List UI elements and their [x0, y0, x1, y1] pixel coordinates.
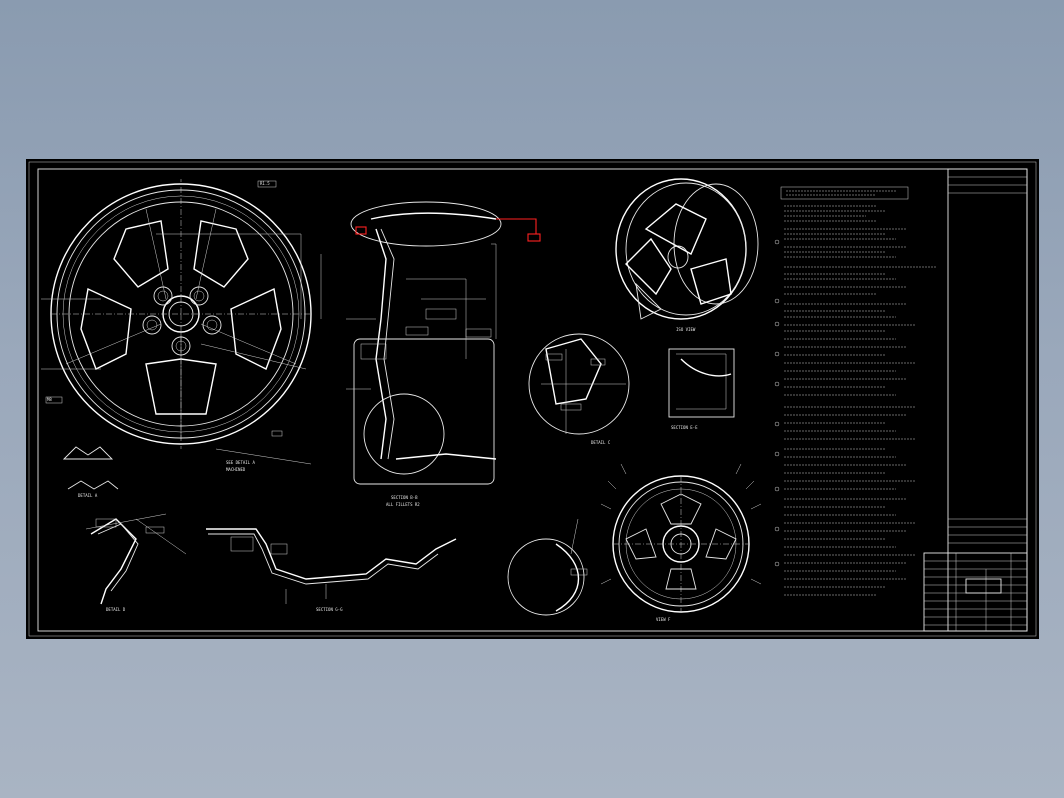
svg-text:MACHINED: MACHINED: [226, 467, 246, 472]
svg-text:SECTION E-E: SECTION E-E: [671, 425, 698, 430]
notes-block: [774, 186, 936, 596]
rear-view: VIEW F: [600, 463, 762, 622]
front-view: R1.5 M8 SEE DETAIL A MACHINED: [41, 179, 322, 472]
drawing-sheet[interactable]: R1.5 M8 SEE DETAIL A MACHINED DETAIL A S…: [26, 159, 1039, 639]
red-marker-left: [355, 226, 367, 235]
cad-drawing: R1.5 M8 SEE DETAIL A MACHINED DETAIL A S…: [28, 161, 1037, 637]
detail-profiles: DETAIL A: [62, 446, 119, 498]
svg-text:SEE DETAIL A: SEE DETAIL A: [226, 460, 255, 465]
section-view: SECTION B-B ALL FILLETS R2: [346, 201, 541, 507]
svg-text:DETAIL D: DETAIL D: [106, 607, 126, 612]
svg-text:DETAIL C: DETAIL C: [591, 440, 611, 445]
isometric-view: ISO VIEW: [615, 178, 759, 332]
red-leader: [496, 218, 537, 234]
bottom-details: DETAIL D SECTION G-G: [85, 513, 588, 616]
svg-text:VIEW F: VIEW F: [656, 617, 671, 622]
inner-border: [37, 168, 1028, 632]
svg-text:R1.5: R1.5: [260, 181, 270, 186]
svg-text:SECTION G-G: SECTION G-G: [316, 607, 343, 612]
svg-text:ALL FILLETS R2: ALL FILLETS R2: [386, 502, 420, 507]
svg-text:ISO VIEW: ISO VIEW: [676, 327, 696, 332]
svg-text:M8: M8: [47, 397, 52, 402]
profile-section: SECTION E-E: [668, 348, 735, 430]
detail-c: DETAIL C: [528, 333, 630, 445]
title-block: [923, 168, 1028, 632]
outer-border: [28, 161, 1037, 637]
svg-text:DETAIL A: DETAIL A: [78, 493, 98, 498]
svg-text:SECTION B-B: SECTION B-B: [391, 495, 418, 500]
